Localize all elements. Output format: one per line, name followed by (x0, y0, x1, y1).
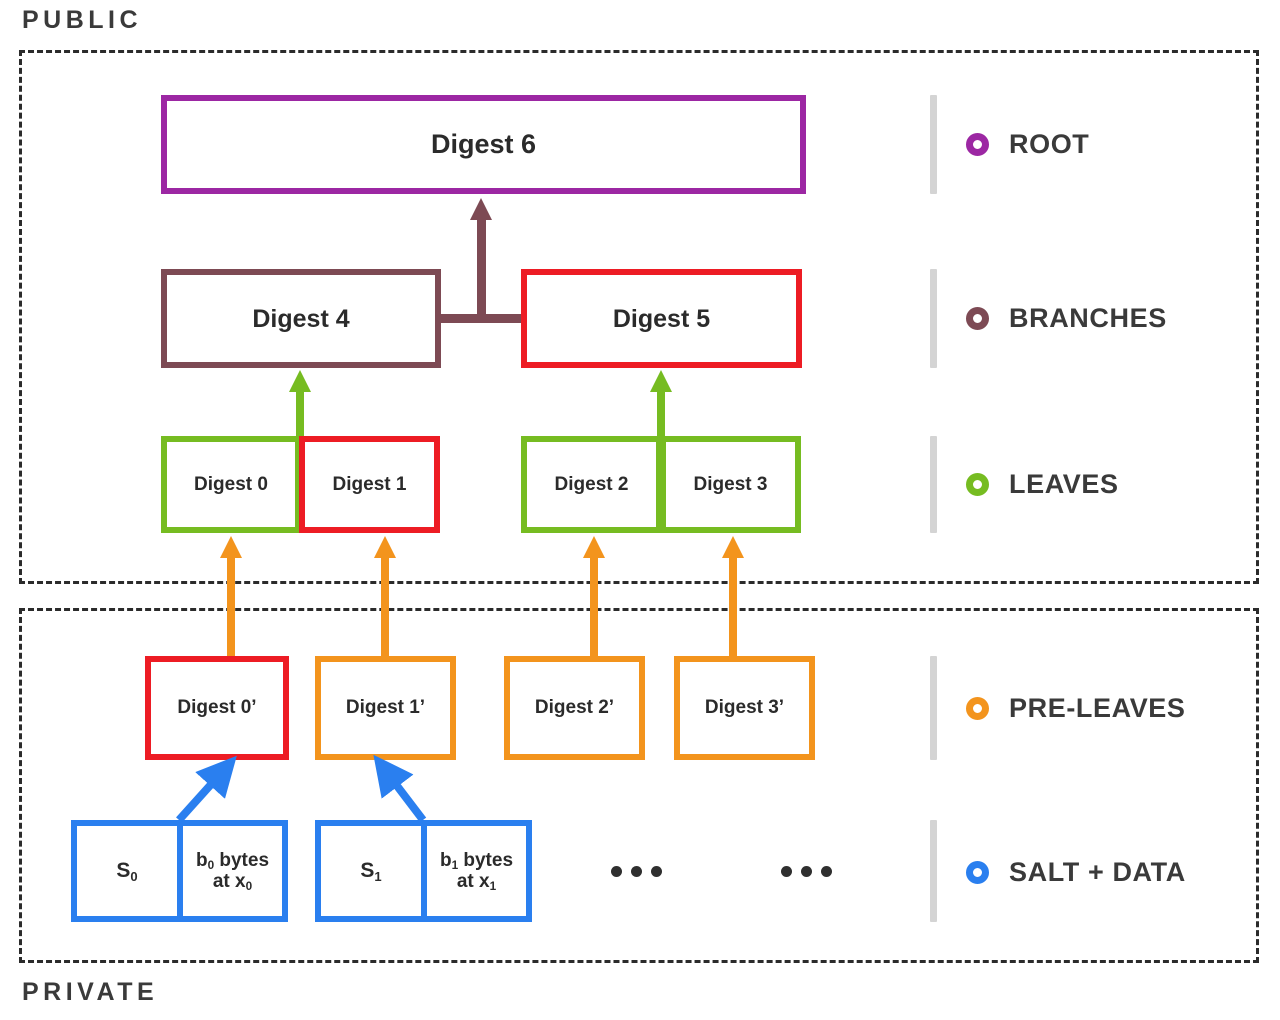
connector-branches-to-root-arrowhead (470, 198, 492, 220)
legend-bar-branches (930, 269, 937, 368)
node-leaf-digest-2-label: Digest 2 (554, 473, 629, 495)
ellipsis-salt-data-2 (781, 866, 832, 877)
connector-branch-join-bar (437, 314, 527, 323)
legend-item-root[interactable]: ROOT (966, 127, 1089, 161)
public-zone-boundary (19, 50, 1259, 584)
private-zone-boundary (19, 608, 1259, 963)
node-preleaf-digest-1-prime-label: Digest 1’ (345, 697, 426, 719)
ellipsis-salt-data-1 (611, 866, 662, 877)
node-branch-digest-4-label: Digest 4 (252, 304, 350, 333)
connector-preleaf-0-to-leaf-0-stem (227, 556, 235, 660)
node-leaf-digest-3[interactable]: Digest 3 (660, 436, 801, 533)
node-preleaf-digest-3-prime[interactable]: Digest 3’ (674, 656, 815, 760)
node-salt-1-label: S1 (360, 859, 382, 884)
connector-salt-to-preleaf-group (176, 754, 427, 823)
node-leaf-digest-0[interactable]: Digest 0 (161, 436, 301, 533)
node-leaf-digest-1[interactable]: Digest 1 (299, 436, 440, 533)
connector-preleaf-2-to-leaf-2-arrowhead (583, 536, 605, 558)
connector-preleaf-1-to-leaf-1-arrowhead (374, 536, 396, 558)
node-preleaf-digest-2-prime-label: Digest 2’ (534, 697, 615, 719)
legend-item-root-label: ROOT (1009, 128, 1090, 159)
node-root-label: Digest 6 (430, 129, 537, 160)
public-zone-label: PUBLIC (22, 6, 143, 34)
node-preleaf-digest-0-prime[interactable]: Digest 0’ (145, 656, 289, 760)
node-preleaf-digest-2-prime[interactable]: Digest 2’ (504, 656, 645, 760)
legend-bar-root (930, 95, 937, 194)
node-data-0[interactable]: b0 bytes at x0 (177, 820, 288, 922)
connector-leaf-pair-1-to-branch-5-stem (657, 390, 665, 436)
node-data-1-label: b1 bytes at x1 (439, 849, 514, 894)
legend-item-pre-leaves[interactable]: PRE-LEAVES (966, 691, 1186, 725)
node-data-1[interactable]: b1 bytes at x1 (421, 820, 532, 922)
connector-preleaf-3-to-leaf-3-arrowhead (722, 536, 744, 558)
legend-item-pre-leaves-label: PRE-LEAVES (1009, 692, 1186, 723)
node-branch-digest-5-label: Digest 5 (612, 304, 711, 333)
node-branch-digest-5[interactable]: Digest 5 (521, 269, 802, 368)
node-leaf-digest-3-label: Digest 3 (693, 473, 768, 495)
root-color-icon (966, 132, 989, 156)
node-salt-0[interactable]: S0 (71, 820, 183, 922)
legend-item-branches-label: BRANCHES (1009, 302, 1167, 333)
node-leaf-digest-1-label: Digest 1 (332, 473, 407, 495)
node-leaf-digest-2[interactable]: Digest 2 (521, 436, 662, 533)
legend-item-leaves[interactable]: LEAVES (966, 467, 1119, 501)
node-data-0-label: b0 bytes at x0 (195, 849, 270, 894)
connector-salt-1-to-preleaf-1 (373, 754, 427, 823)
pre-leaves-color-icon (966, 696, 989, 720)
node-preleaf-digest-0-prime-label: Digest 0’ (177, 697, 257, 719)
legend-item-leaves-label: LEAVES (1009, 468, 1119, 499)
leaves-color-icon (966, 472, 989, 496)
connector-preleaf-2-to-leaf-2-stem (590, 556, 598, 660)
connector-branches-to-root-stem (477, 218, 486, 322)
legend-bar-leaves (930, 436, 937, 533)
node-salt-0-label: S0 (116, 859, 138, 884)
legend-bar-salt-data (930, 820, 937, 922)
connector-preleaf-0-to-leaf-0-arrowhead (220, 536, 242, 558)
connector-salt-0-to-preleaf-0 (176, 755, 237, 823)
legend-bar-pre-leaves (930, 656, 937, 760)
branches-color-icon (966, 306, 989, 330)
node-root-digest-6[interactable]: Digest 6 (161, 95, 806, 194)
connector-preleaf-1-to-leaf-1-stem (381, 556, 389, 660)
legend-item-branches[interactable]: BRANCHES (966, 301, 1167, 335)
legend-item-salt-data[interactable]: SALT + DATA (966, 855, 1186, 889)
node-preleaf-digest-3-prime-label: Digest 3’ (704, 697, 785, 719)
node-preleaf-digest-1-prime[interactable]: Digest 1’ (315, 656, 456, 760)
connector-preleaf-3-to-leaf-3-stem (729, 556, 737, 660)
node-branch-digest-4[interactable]: Digest 4 (161, 269, 441, 368)
salt-data-color-icon (966, 860, 989, 884)
private-zone-label: PRIVATE (22, 978, 159, 1006)
node-salt-1[interactable]: S1 (315, 820, 427, 922)
connector-leaf-pair-0-to-branch-4-arrowhead (289, 370, 311, 392)
node-leaf-digest-0-label: Digest 0 (194, 473, 268, 495)
legend-item-salt-data-label: SALT + DATA (1009, 856, 1186, 887)
connector-leaf-pair-1-to-branch-5-arrowhead (650, 370, 672, 392)
connector-leaf-pair-0-to-branch-4-stem (296, 390, 304, 436)
